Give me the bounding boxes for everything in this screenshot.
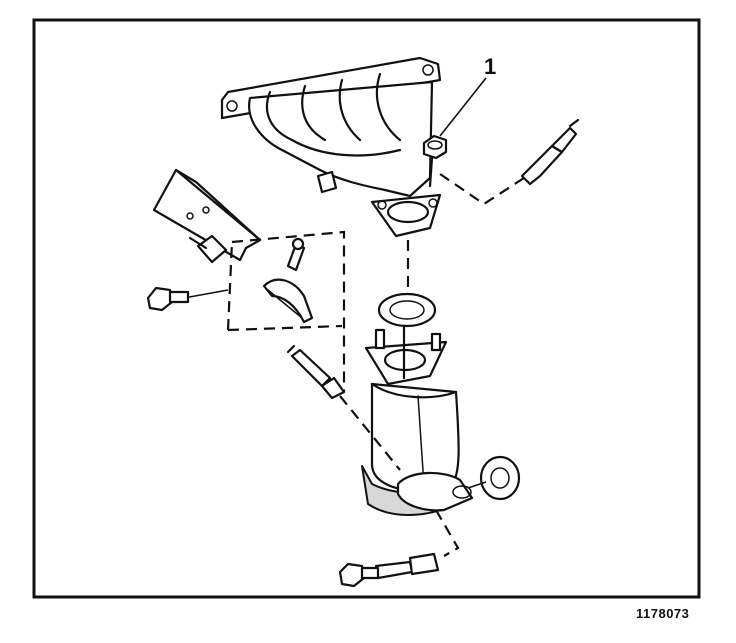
manifold-outlet-flange — [370, 193, 442, 238]
flange-gasket — [377, 292, 437, 328]
converter-inlet-flange — [364, 324, 448, 386]
heat-shield-dash-outline — [226, 230, 346, 392]
pre-sensor-dash — [339, 395, 401, 471]
post-converter-oxygen-sensor — [374, 552, 440, 580]
figure-id-number: 1178073 — [636, 606, 690, 621]
converter-bolt — [338, 562, 380, 588]
exhaust-manifold — [220, 56, 442, 198]
pre-converter-oxygen-sensor — [286, 344, 346, 400]
manifold-nut — [422, 134, 448, 188]
figure-frame — [32, 18, 701, 599]
clip-stud — [286, 237, 306, 272]
side-bolt-leader — [183, 289, 229, 299]
outlet-seal-ring — [479, 455, 521, 501]
callout-1-leader — [439, 77, 487, 137]
seal-ring-leader — [467, 481, 487, 489]
side-bolt — [146, 286, 190, 312]
bracket-bolt — [188, 234, 228, 264]
catalytic-converter — [361, 382, 474, 516]
upper-oxygen-sensor — [520, 118, 580, 186]
callout-label-1: 1 — [484, 54, 497, 79]
post-sensor-dash — [435, 509, 460, 557]
heat-shield-clip — [262, 278, 314, 324]
upper-sensor-dash — [439, 173, 525, 206]
